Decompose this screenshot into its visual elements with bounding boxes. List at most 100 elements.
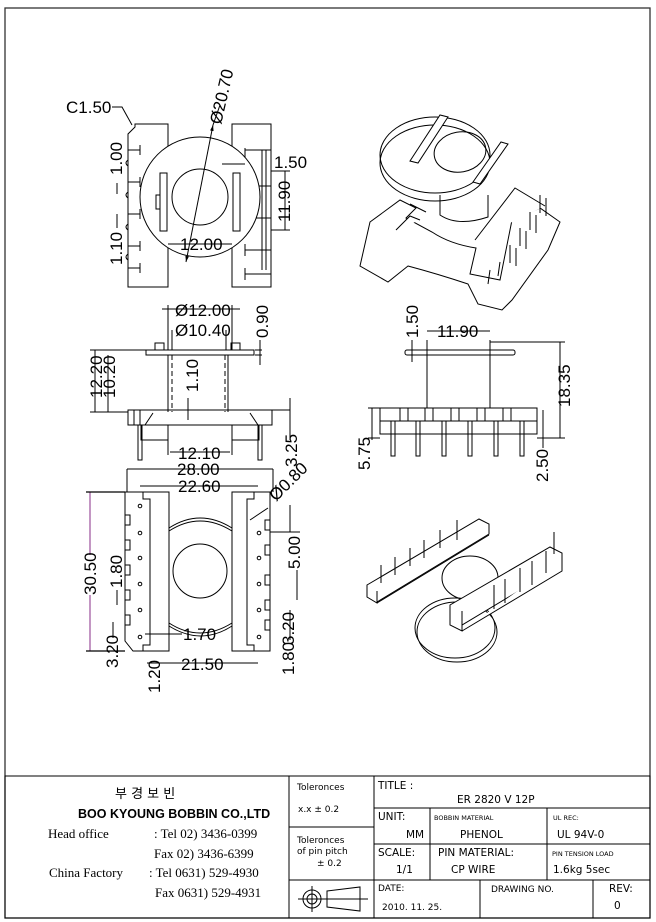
dim-wall-thickness: 1.70 — [183, 625, 216, 644]
pin-tolerance-value: ± 0.2 — [317, 859, 342, 869]
front-base — [127, 409, 273, 426]
dim-chamfer: C1.50 — [66, 98, 111, 117]
bottom-view — [112, 468, 300, 664]
company-korean: 부 경 보 빈 — [115, 787, 175, 802]
dim-base-span-bottom: 21.50 — [181, 655, 224, 674]
dim-slot-width: 1.50 — [274, 153, 307, 172]
bottom-left-wall — [124, 491, 170, 652]
iso-base — [359, 199, 561, 311]
dim-pin-length: 3.25 — [282, 434, 301, 467]
title-value: ER 2820 V 12P — [457, 794, 535, 806]
rev-value: 0 — [614, 900, 621, 912]
pin-tension-value: 1.6kg 5sec — [553, 864, 610, 876]
dim-overall-length: 30.50 — [81, 552, 100, 595]
title-label: TITLE : — [377, 780, 413, 792]
left-comb-teeth — [125, 145, 141, 273]
top-view-dims: C1.50 Ø20.70 1.50 1.00 1.10 12.00 11.90 — [66, 67, 307, 265]
head-office-label: Head office — [48, 826, 109, 841]
dim-inner-span: 12.00 — [180, 235, 223, 254]
ul-label: UL REC: — [553, 814, 579, 822]
pin-material-label: PIN MATERIAL: — [438, 847, 514, 859]
dim-outer-core: Ø12.00 — [175, 301, 231, 320]
dim-wall: 1.10 — [183, 359, 202, 392]
iso2-right-rail — [449, 546, 563, 626]
drawing-no-label: DRAWING NO. — [491, 885, 554, 895]
dim-flange-thickness: 0.90 — [253, 305, 272, 338]
dim-edge: 3.20 — [103, 635, 122, 668]
date-value: 2010. 11. 25. — [382, 903, 442, 913]
dim-margin: 1.20 — [145, 660, 164, 693]
dim-pitch-top: 1.00 — [107, 142, 126, 175]
side-pins — [390, 420, 525, 457]
dim-pin-pitch: 5.00 — [285, 536, 304, 569]
side-flange — [404, 349, 516, 356]
bottom-pins-right — [256, 530, 262, 640]
pin-tolerance-label-2: of pin pitch — [297, 847, 348, 857]
unit-label: UNIT: — [378, 811, 405, 823]
title-block — [4, 775, 651, 919]
iso2-pins — [380, 520, 555, 609]
scale-value: 1/1 — [396, 864, 413, 876]
left-comb — [127, 123, 169, 288]
rev-label: REV: — [609, 883, 633, 895]
bottom-core — [168, 517, 233, 637]
pin-tolerance-label-1: Toleronces — [296, 836, 345, 846]
dim-side-flange: 1.50 — [403, 305, 422, 338]
dim-winding-height: 10.20 — [100, 355, 119, 398]
dim-slot: 3.20 — [279, 612, 298, 645]
iso2-left-rail — [366, 518, 490, 603]
projection-symbol — [298, 886, 368, 912]
scale-label: SCALE: — [378, 847, 415, 859]
tolerance-info: Toleronces x.x ± 0.2 Toleronces of pin p… — [296, 783, 348, 869]
bottom-right-wall — [231, 491, 271, 652]
dim-slot-span: 11.90 — [275, 181, 294, 222]
bottom-core-circle — [172, 543, 228, 599]
company-name: BOO KYOUNG BOBBIN CO.,LTD — [78, 807, 270, 821]
iso-rib-right — [472, 141, 509, 185]
side-view-dims: 1.50 11.90 18.35 5.75 2.50 — [355, 305, 574, 482]
dim-inner-core: Ø10.40 — [175, 321, 231, 340]
isometric-view-top — [359, 114, 561, 311]
tolerance-label: Toleronces — [296, 783, 345, 793]
front-top-flange — [145, 349, 255, 356]
iso-flange — [379, 116, 491, 194]
right-slot — [232, 172, 241, 232]
dim-base-height: 5.75 — [355, 437, 374, 470]
head-office-tel: : Tel 02) 3436-0399 — [154, 826, 257, 841]
pin-tension-label: PIN TENSION LOAD — [552, 850, 614, 858]
side-base-slots — [399, 407, 512, 422]
dim-pin-offset: 1.80 — [279, 642, 298, 675]
bobbin-material-label: BOBBIN MATERIAL — [434, 814, 494, 822]
iso-core — [433, 131, 487, 173]
front-view — [90, 305, 291, 461]
top-view — [112, 104, 290, 288]
china-factory-label: China Factory — [49, 865, 124, 880]
front-view-dims: Ø12.00 Ø10.40 0.90 12.20 10.20 1.10 12.1… — [87, 301, 301, 467]
dim-flange-diameter: Ø20.70 — [206, 67, 237, 126]
ul-value: UL 94V-0 — [557, 829, 604, 841]
right-comb-teeth — [244, 148, 271, 280]
head-office-fax: Fax 02) 3436-6399 — [154, 846, 254, 861]
unit-value: MM — [406, 829, 424, 841]
dim-base-span: 12.10 — [178, 444, 221, 463]
left-slot — [159, 172, 168, 232]
company-info: 부 경 보 빈 BOO KYOUNG BOBBIN CO.,LTD Head o… — [48, 787, 270, 900]
bottom-pins-left — [137, 503, 143, 640]
tolerance-value: x.x ± 0.2 — [298, 805, 339, 815]
dim-pin-extension: 2.50 — [533, 449, 552, 482]
dim-overall-width: 28.00 — [177, 460, 220, 479]
dim-overall-height: 18.35 — [555, 364, 574, 407]
title-fields: TITLE : ER 2820 V 12P UNIT: MM BOBBIN MA… — [377, 780, 633, 913]
pin-material-value: CP WIRE — [451, 864, 495, 876]
dim-notch-width: 1.80 — [107, 555, 126, 588]
bottom-view-dims: 28.00 22.60 Ø0.80 30.50 5.00 1.80 1.70 3… — [80, 459, 312, 693]
china-factory-fax: Fax 0631) 529-4931 — [155, 885, 261, 900]
dim-pitch-bottom: 1.10 — [107, 232, 126, 265]
side-view — [368, 330, 565, 457]
iso-rib-left — [409, 114, 449, 164]
dim-total-height: 12.20 — [87, 355, 106, 398]
isometric-view-bottom — [366, 518, 563, 663]
dim-inner-width: 22.60 — [178, 477, 221, 496]
bobbin-material-value: PHENOL — [460, 829, 503, 841]
